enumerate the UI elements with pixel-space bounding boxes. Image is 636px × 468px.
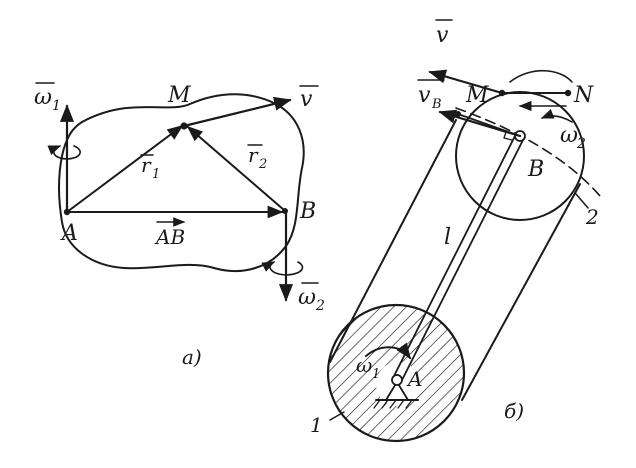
vector-r1 <box>66 125 184 213</box>
omega1-label-b: ω <box>356 353 372 377</box>
point-b-label-b: B <box>527 157 544 182</box>
tangent-right <box>461 183 581 401</box>
figure-b: v M N v B ω 2 B 2 l ω 1 A 1 б) <box>310 19 601 443</box>
r1-subscript: 1 <box>152 167 160 182</box>
vector-ab-label: AB <box>154 225 185 249</box>
vb-label: v <box>418 83 431 108</box>
point-b-label: B <box>299 199 316 224</box>
body-2-leader <box>575 193 589 209</box>
point-n-dot <box>564 89 572 97</box>
point-a-label-b: A <box>406 367 422 391</box>
point-a-dot <box>63 208 71 216</box>
omega2-rotation-arc <box>540 108 573 123</box>
omega2-subscript-b: 2 <box>576 136 586 152</box>
vb-subscript: B <box>431 97 442 112</box>
omega2-rotation-icon <box>261 261 304 276</box>
body-2-label: 2 <box>585 205 599 229</box>
omega1-rotation-arc <box>365 342 411 360</box>
tangent-left <box>329 119 457 363</box>
vector-r2 <box>186 125 285 211</box>
velocity-label: v <box>300 87 313 112</box>
r2-label: r <box>248 143 259 167</box>
r2-subscript: 2 <box>258 157 267 172</box>
omega1-label: ω <box>34 85 52 110</box>
point-m-dot <box>180 122 188 130</box>
disk-1-leader <box>329 411 345 421</box>
rotation-arc-top <box>509 70 573 83</box>
caption-b: б) <box>504 399 524 423</box>
caption-a: a) <box>182 345 202 369</box>
point-m-label-b: M <box>465 83 489 108</box>
rod-l-edge-2 <box>400 137 525 383</box>
support-hatch <box>373 399 413 409</box>
velocity-top-vector <box>428 69 504 95</box>
body-2-circle <box>455 91 585 221</box>
figure-a: ω 1 M v r 1 r 2 A B AB ω 2 a) <box>34 82 325 369</box>
rod-length-label: l <box>444 225 451 250</box>
trajectory-b <box>455 107 601 197</box>
velocity-b-vector <box>438 109 522 138</box>
rod-l-edge-1 <box>392 133 517 379</box>
omega1-rotation-icon <box>47 145 81 160</box>
joint-a <box>391 374 403 386</box>
velocity-top-label: v <box>436 23 449 48</box>
point-a-label: A <box>60 221 78 246</box>
point-b-dot <box>282 208 288 214</box>
omega1-subscript: 1 <box>52 98 61 114</box>
omega2-subscript: 2 <box>315 298 325 314</box>
omega2-label: ω <box>298 285 316 310</box>
point-m-dot-b <box>455 111 461 117</box>
point-n-label: N <box>573 83 594 108</box>
velocity-vector <box>182 96 292 128</box>
point-m-label: M <box>167 83 191 108</box>
omega1-subscript-b: 1 <box>372 367 380 382</box>
right-angle-mark <box>503 131 513 141</box>
body-1-label: 1 <box>310 413 323 437</box>
omega2-label-b: ω <box>560 123 578 148</box>
r1-label: r <box>141 153 152 177</box>
